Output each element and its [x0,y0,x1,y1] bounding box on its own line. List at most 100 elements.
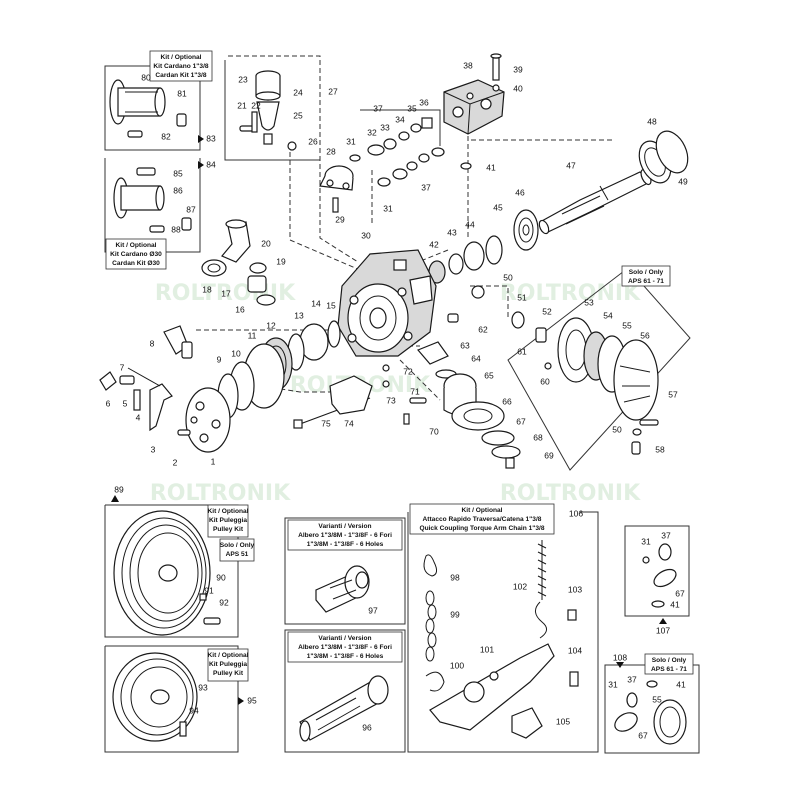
kit-label-text: Kit Puleggia [209,517,247,524]
part-callout-50: 50 [503,272,513,282]
part-callout-34: 34 [395,114,405,124]
part-callout-92: 92 [219,597,229,607]
part-callout-8: 8 [150,338,155,348]
part-callout-106: 106 [569,508,583,518]
part-callout-89: 89 [114,484,124,494]
part-callout-58: 58 [655,444,665,454]
part-callout-66: 66 [502,396,512,406]
part-callout-105: 105 [556,716,570,726]
kit-label-text: Varianti / Version [318,635,371,642]
part-callout-60: 60 [540,376,550,386]
part-callout-83: 83 [206,133,216,143]
kit-label-text: Kit / Optional [160,54,201,61]
kit-label-text: Solo / Only [652,657,687,664]
pressure-head: 15 14 13 12 11 10 9 8 1 2 [150,298,341,467]
part-callout-14: 14 [311,298,321,308]
part-callout-19: 19 [276,256,286,266]
part-callout-75: 75 [321,418,331,428]
part-callout-101: 101 [480,644,494,654]
kit-label-text: Varianti / Version [318,523,371,530]
part-callout-41: 41 [486,162,496,172]
part-callout-37: 37 [373,103,383,113]
valve-group-left: 28 29 31 [319,136,361,224]
part-callout-97: 97 [368,605,378,615]
part-callout-54: 54 [603,310,613,320]
part-callout-84: 84 [206,159,216,169]
bearing-and-seals: 46 45 44 43 42 [428,187,539,284]
part-callout-104: 104 [568,645,582,655]
part-callout-63: 63 [460,340,470,350]
part-callout-70: 70 [429,426,439,436]
pump-body: 30 50 [337,230,513,357]
part-callout-37: 37 [627,674,637,684]
kit-label-text: Kit Puleggia [209,661,247,668]
part-callout-5: 5 [123,398,128,408]
kit-label-text: Solo / Only [220,542,255,549]
part-callout-71: 71 [410,386,420,396]
kit-label-text: Pulley Kit [213,670,244,677]
kit-label-text: APS 61 - 71 [651,666,687,673]
part-callout-55: 55 [652,694,662,704]
part-callout-9: 9 [217,354,222,364]
part-callout-50: 50 [612,424,622,434]
part-callout-11: 11 [248,330,257,340]
part-callout-102: 102 [513,581,527,591]
part-callout-15: 15 [326,300,336,310]
part-callout-90: 90 [216,572,226,582]
part-callout-94: 94 [189,705,199,715]
part-callout-42: 42 [429,239,439,249]
part-callout-65: 65 [484,370,494,380]
kit-label-text: Solo / Only [629,269,664,276]
kit-label-text: Cardan Kit 1"3/8 [155,72,206,79]
part-callout-67: 67 [516,416,526,426]
part-callout-16: 16 [235,304,245,314]
part-callout-81: 81 [177,88,187,98]
part-callout-46: 46 [515,187,525,197]
part-callout-37: 37 [421,182,431,192]
part-callout-68: 68 [533,432,543,442]
part-callout-49: 49 [678,176,688,186]
kit-label-text: Kit / Optional [461,507,502,514]
part-callout-38: 38 [463,60,473,70]
part-callout-80: 80 [141,72,151,82]
part-callout-2: 2 [173,457,178,467]
part-callout-31: 31 [641,536,651,546]
part-callout-17: 17 [221,288,231,298]
kit-label-text: Kit Cardano 1"3/8 [153,63,208,70]
watermark: ROLTRONIK [500,481,641,506]
pulley-kit: Kit / Optional Kit Puleggia Pulley Kit 9… [104,645,257,753]
manifold-head: 38 39 40 41 [443,53,523,172]
part-callout-12: 12 [266,320,276,330]
part-callout-85: 85 [173,168,183,178]
part-callout-31: 31 [346,136,356,146]
part-callout-55: 55 [622,320,632,330]
part-callout-98: 98 [450,572,460,582]
long-bolt-and-bracket: 75 74 [293,375,373,429]
part-callout-7: 7 [120,362,125,372]
part-callout-1: 1 [211,456,216,466]
part-callout-37: 37 [661,530,671,540]
part-callout-87: 87 [186,204,196,214]
part-callout-107: 107 [656,625,670,635]
part-callout-67: 67 [638,730,648,740]
shaft-variant-6-holes-b: Varianti / Version Albero 1"3/8M - 1"3/8… [284,629,406,753]
kit-label-text: APS 51 [226,551,249,558]
part-callout-30: 30 [361,230,371,240]
part-callout-44: 44 [465,219,475,229]
part-callout-18: 18 [202,284,212,294]
pulley-kit-aps51: 89 Kit / Optional Kit Puleggia Pulley Ki… [104,484,255,638]
part-callout-3: 3 [151,444,156,454]
elbow-fitting: 20 19 18 17 16 [201,219,286,314]
valve-kit-107: 31 37 67 41 107 [624,525,690,635]
part-callout-99: 99 [450,609,460,619]
part-callout-31: 31 [608,679,618,689]
part-callout-21: 21 [237,100,247,110]
part-callout-22: 22 [251,100,261,110]
part-callout-39: 39 [513,64,523,74]
part-callout-56: 56 [640,330,650,340]
part-callout-88: 88 [171,224,181,234]
part-callout-69: 69 [544,450,554,460]
quick-coupling-kit: Kit / Optional Attacco Rapido Traversa/C… [407,503,599,753]
part-callout-64: 64 [471,353,481,363]
